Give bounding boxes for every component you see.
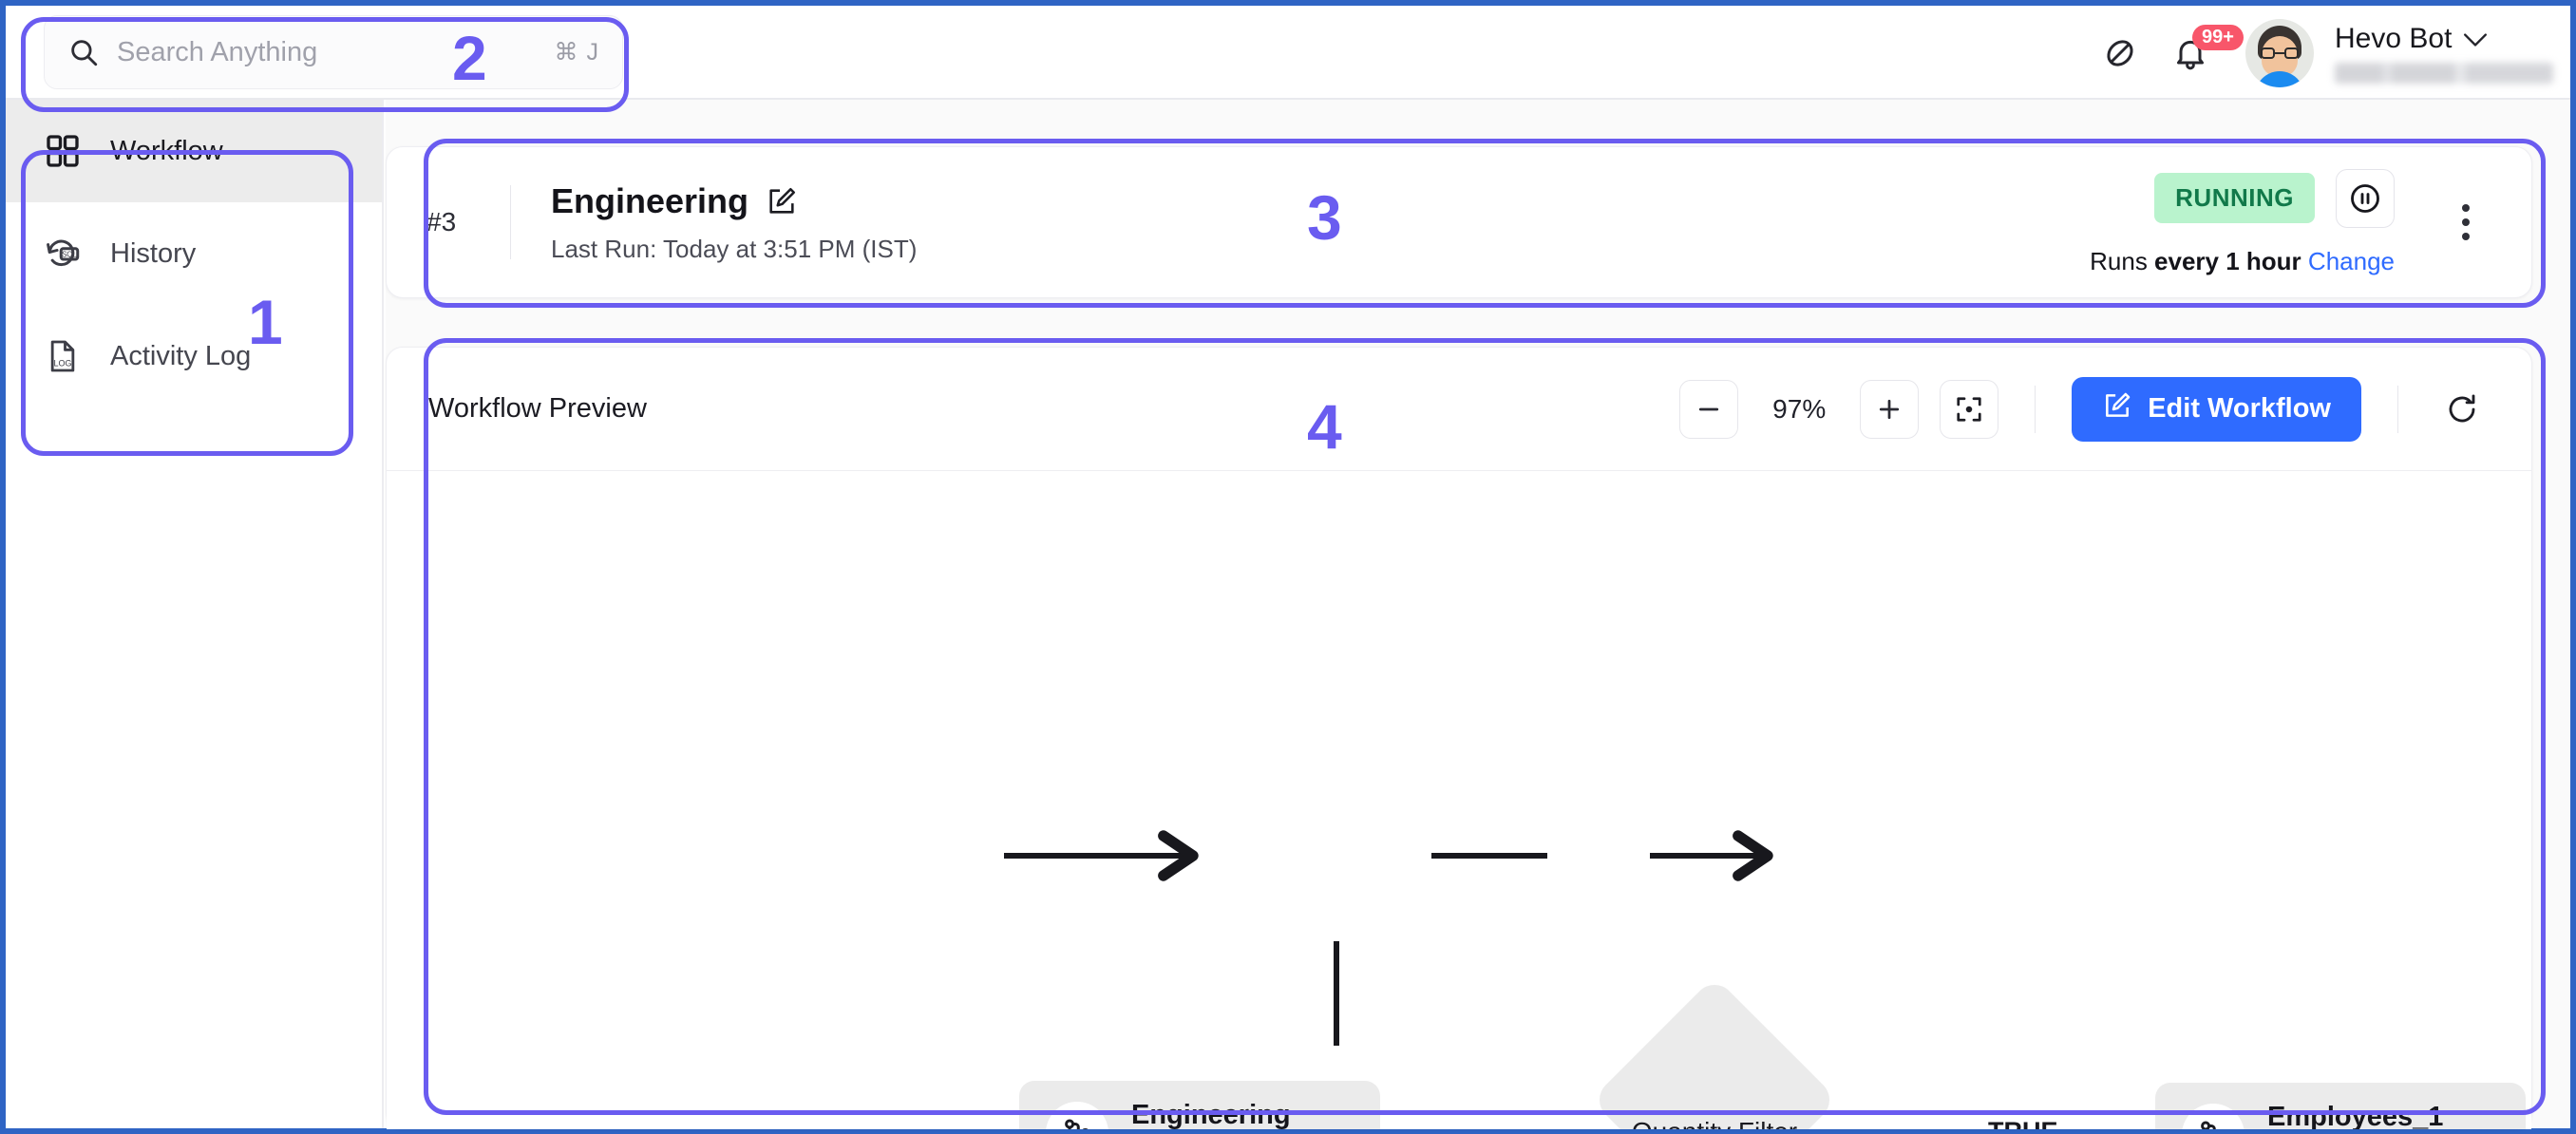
svg-text:SQL: SQL (62, 251, 78, 259)
quantity-filter-label: Quantity Filter (1569, 1117, 1860, 1129)
more-vertical-icon[interactable] (2440, 193, 2491, 252)
schedule-value: every 1 hour (2154, 246, 2301, 275)
fit-to-screen-icon[interactable] (1940, 379, 1999, 439)
top-bar: ⌘ J 99+ (6, 6, 2570, 100)
node-name: Engineering (1131, 1100, 1291, 1129)
branch-icon (1046, 1102, 1108, 1129)
notification-badge: 99+ (2192, 24, 2244, 50)
preview-toolbar: Workflow Preview 97% (387, 348, 2531, 471)
sidebar-item-label: Workflow (110, 135, 223, 166)
workflow-id: #3 (426, 207, 457, 236)
sql-history-icon: SQL (42, 233, 84, 274)
last-run-text: Last Run: Today at 3:51 PM (IST) (551, 234, 918, 263)
branch-icon (2182, 1104, 2245, 1129)
workflow-canvas[interactable]: Engineering Amazon Redshift Dest... (387, 471, 2531, 1129)
zoom-level: 97% (1772, 393, 1827, 424)
workflow-node[interactable]: Employees_1 SQL Server Destination (2155, 1083, 2526, 1129)
refresh-icon[interactable] (2434, 382, 2490, 437)
edit-workflow-label: Edit Workflow (2148, 393, 2331, 424)
workflow-edges (1004, 830, 1773, 1129)
sidebar-item-workflow[interactable]: Workflow (6, 100, 382, 202)
log-document-icon: LOG (42, 335, 84, 377)
divider (510, 185, 511, 259)
svg-text:LOG: LOG (53, 359, 71, 369)
avatar[interactable] (2245, 18, 2314, 87)
user-name: Hevo Bot (2335, 22, 2453, 54)
search-shortcut-hint: ⌘ J (554, 39, 599, 66)
top-bar-actions: 99+ Hevo Bot (2080, 6, 2570, 100)
preview-title: Workflow Preview (428, 393, 647, 424)
pause-button[interactable] (2336, 168, 2395, 228)
sidebar: Workflow SQL History LOG Ac (6, 100, 384, 1128)
search-icon (67, 36, 100, 68)
bell-icon[interactable]: 99+ (2160, 23, 2244, 84)
sidebar-item-label: History (110, 237, 197, 269)
search-input[interactable] (117, 36, 540, 68)
sidebar-item-history[interactable]: SQL History (6, 202, 382, 305)
workflow-preview-card: Workflow Preview 97% (386, 347, 2532, 1129)
workflow-header-card: #3 Engineering Last Run: Today at 3:51 P… (386, 146, 2532, 298)
zoom-out-button[interactable] (1679, 379, 1739, 439)
workflow-node[interactable]: Engineering Amazon Redshift Dest... (1019, 1081, 1380, 1129)
planet-icon[interactable] (2090, 23, 2150, 84)
page-title: Engineering (551, 180, 749, 220)
user-email-redacted (2335, 62, 2553, 84)
user-name-row: Hevo Bot (2335, 23, 2553, 55)
edit-pencil-icon[interactable] (766, 185, 798, 217)
schedule-prefix: Runs (2090, 246, 2155, 275)
node-name: Employees_1 (2267, 1102, 2444, 1129)
zoom-in-button[interactable] (1860, 379, 1920, 439)
grid-icon (42, 130, 84, 172)
status-badge: RUNNING (2154, 173, 2315, 223)
user-menu[interactable]: Hevo Bot (2335, 23, 2553, 84)
edit-pencil-icon (2102, 390, 2132, 428)
divider (2397, 385, 2398, 433)
change-schedule-link[interactable]: Change (2307, 246, 2395, 275)
quantity-filter-node[interactable] (1590, 975, 1839, 1129)
sidebar-item-label: Activity Log (110, 340, 252, 371)
schedule-text: Runs every 1 hour Change (2090, 247, 2395, 276)
divider (2035, 385, 2036, 433)
sidebar-item-activity-log[interactable]: LOG Activity Log (6, 305, 382, 407)
main-content: #3 Engineering Last Run: Today at 3:51 P… (386, 100, 2570, 1129)
edit-workflow-button[interactable]: Edit Workflow (2072, 376, 2361, 442)
search-bar[interactable]: ⌘ J (44, 15, 623, 89)
chevron-down-icon (2463, 23, 2488, 55)
edge-label-true: TRUE (1988, 1117, 2058, 1129)
